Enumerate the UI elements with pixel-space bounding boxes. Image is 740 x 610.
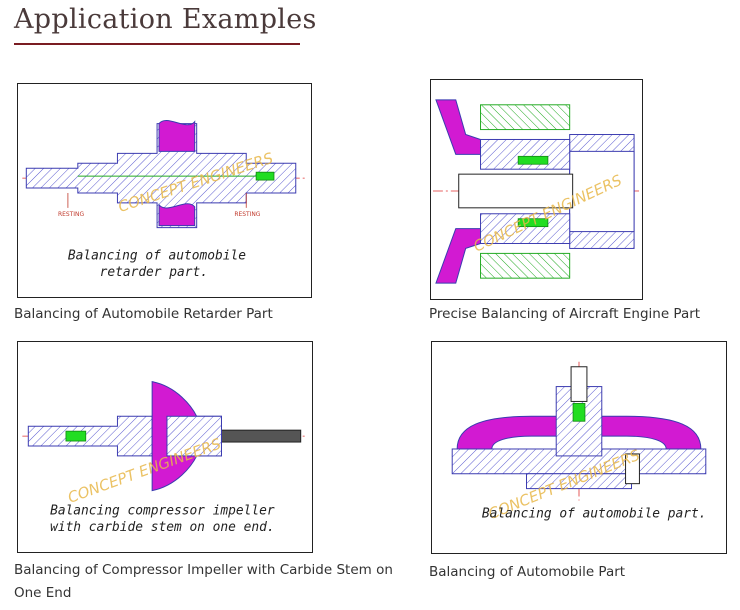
- caption-compressor-impeller-line-1: Balancing of Compressor Impeller with Ca…: [14, 562, 393, 578]
- drawing-note-line-1: Balancing of automobile: [68, 248, 246, 263]
- caption-retarder-part: Balancing of Automobile Retarder Part: [14, 306, 273, 322]
- resting-label-left: RESTING: [58, 211, 84, 218]
- aircraft-engine-part-drawing: CONCEPT ENGINEERS: [432, 99, 641, 284]
- drawing-note-line-1: Balancing of automobile part.: [482, 506, 707, 521]
- drawing-note-line-2: retarder part.: [100, 265, 208, 280]
- retarder-part-drawing: RESTING RESTING CONCEPT ENGINEERS Balanc…: [22, 120, 306, 280]
- page-heading: Application Examples: [14, 4, 317, 35]
- automobile-part-drawing: CONCEPT ENGINEERS Balancing of automobil…: [451, 361, 707, 523]
- resting-label-right: RESTING: [234, 211, 260, 218]
- caption-automobile-part: Balancing of Automobile Part: [429, 564, 626, 580]
- heading-underline: [14, 43, 300, 45]
- figure-automobile-part: CONCEPT ENGINEERS Balancing of automobil…: [431, 341, 727, 554]
- caption-compressor-impeller-line-2: One End: [14, 585, 72, 601]
- drawing-note-line-2: with carbide stem on one end.: [50, 520, 275, 535]
- figure-retarder-part: RESTING RESTING CONCEPT ENGINEERS Balanc…: [17, 83, 312, 298]
- caption-aircraft-engine-part: Precise Balancing of Aircraft Engine Par…: [429, 306, 701, 322]
- drawing-note-line-1: Balancing compressor impeller: [50, 503, 275, 518]
- figure-aircraft-engine-part: CONCEPT ENGINEERS: [430, 79, 643, 300]
- figure-compressor-impeller: CONCEPT ENGINEERS Balancing compressor i…: [17, 341, 313, 553]
- compressor-impeller-drawing: CONCEPT ENGINEERS Balancing compressor i…: [22, 381, 308, 535]
